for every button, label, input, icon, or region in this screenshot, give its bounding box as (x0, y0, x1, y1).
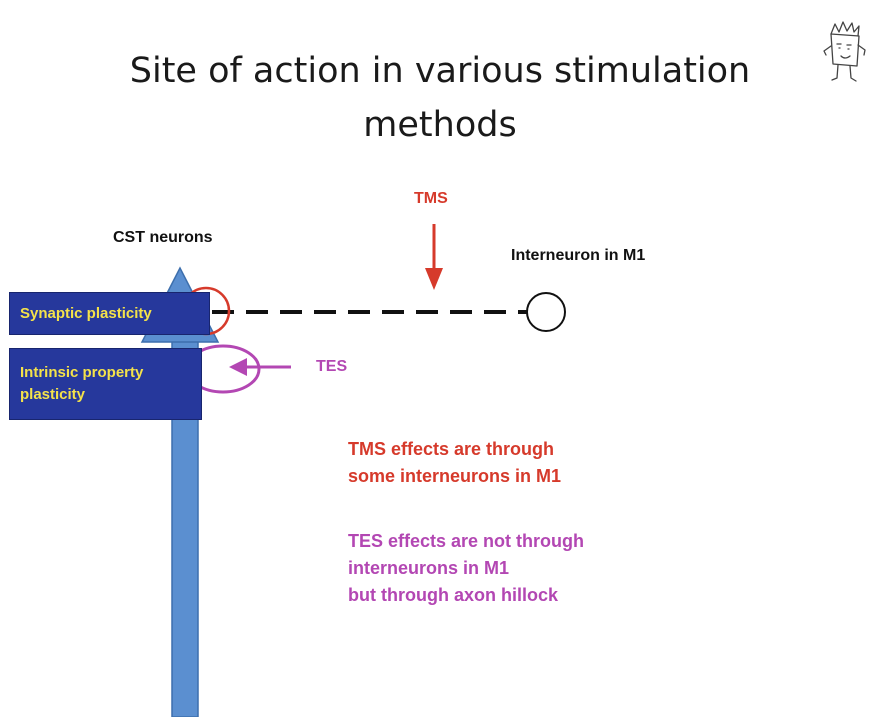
intrinsic-plasticity-label-line2: plasticity (20, 386, 86, 403)
synaptic-plasticity-label: Synaptic plasticity (20, 304, 152, 322)
tms-note-line2: some interneurons in M1 (348, 466, 562, 486)
slide-title: Site of action in various stimulation me… (95, 44, 785, 152)
tms-label: TMS (414, 190, 448, 207)
tes-note-line2: interneurons in M1 (348, 558, 510, 578)
title-line-1: Site of action in various stimulation (129, 51, 751, 91)
intrinsic-plasticity-box: Intrinsic property plasticity (9, 348, 202, 420)
title-line-2: methods (363, 105, 517, 145)
interneuron-label: Interneuron in M1 (511, 247, 646, 264)
tms-effects-note: TMS effects are through some interneuron… (348, 436, 561, 490)
tes-arrowhead (229, 358, 247, 376)
tms-arrowhead (425, 268, 443, 290)
tes-note-line1: TES effects are not through (348, 531, 585, 551)
tes-label: TES (316, 358, 348, 375)
tms-note-line1: TMS effects are through (348, 439, 555, 459)
synaptic-plasticity-box: Synaptic plasticity (9, 292, 210, 335)
interneuron-circle (526, 292, 566, 332)
tes-effects-note: TES effects are not through interneurons… (348, 528, 584, 609)
cartoon-character-icon (823, 21, 866, 82)
tes-note-line3: but through axon hillock (348, 585, 558, 605)
intrinsic-plasticity-label-line1: Intrinsic property (20, 364, 144, 381)
cst-neurons-label: CST neurons (113, 229, 213, 246)
